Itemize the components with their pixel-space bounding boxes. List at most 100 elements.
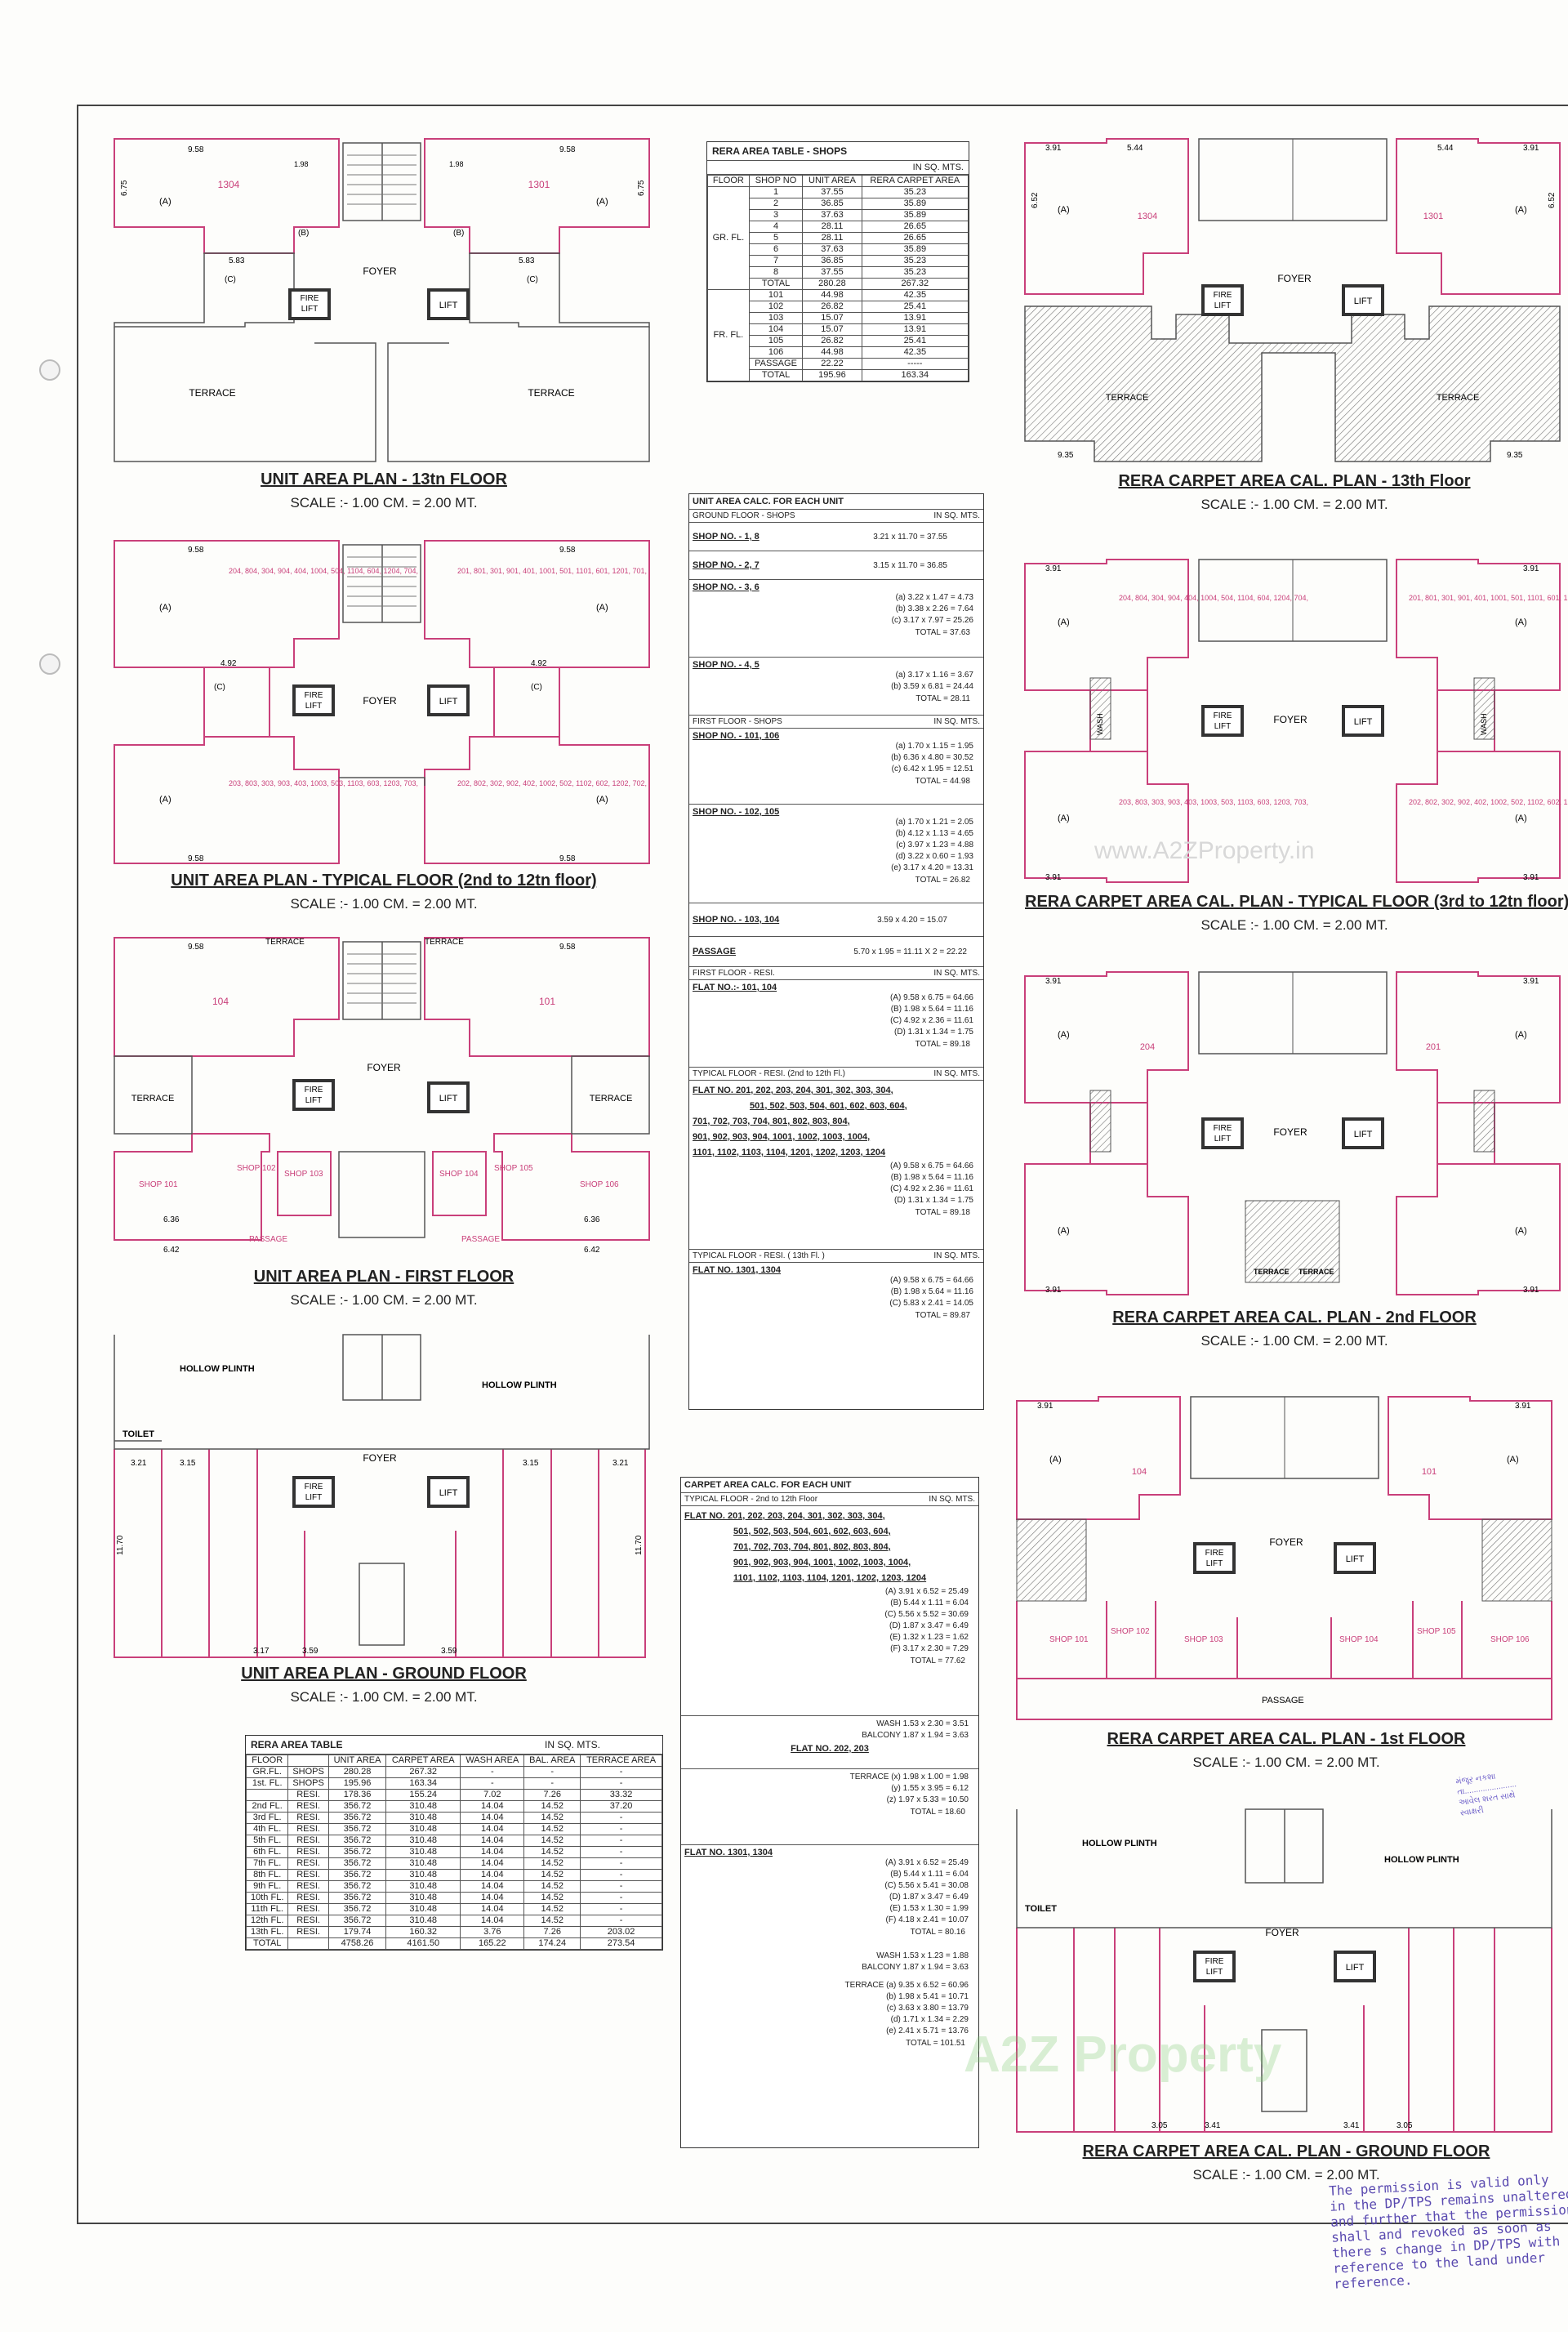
calc-label: FLAT NO.:- 101, 104 [693,983,777,992]
table-cell: 8th FL. [245,1869,289,1881]
calc-line: TERRACE (a) 9.35 x 6.52 = 60.96 [844,1981,969,1990]
dim-958: 9.58 [559,145,576,154]
lift-label: LIFT [1354,297,1373,306]
room-a: (A) [596,603,608,613]
calc-subheading: TYPICAL FLOOR - RESI. (2nd to 12th Fl.)I… [689,1068,983,1081]
calc-line: (c) 3.17 x 7.97 = 25.26 [891,616,973,625]
dim-391: 3.91 [1523,873,1539,882]
col-header: UNIT AREA [802,175,862,187]
room-b: (B) [298,229,309,238]
plan-typical-floor: FIRE LIFT LIFT FOYER 204, 804, 304, 904,… [114,540,653,916]
calc-line: (c) 3.63 x 3.80 = 13.79 [886,2004,969,2013]
room-c: (C) [225,275,236,284]
shop-table-caption: RERA AREA TABLE - SHOPS [707,142,969,161]
unit-201-label: 201 [1426,1042,1441,1052]
table-cell: 3 [748,209,804,221]
flat-list-line: 901, 902, 903, 904, 1001, 1002, 1003, 10… [693,1132,871,1142]
table-cell: 14.52 [523,1846,581,1858]
dim-958: 9.58 [559,943,576,952]
calc-line: (D) 1.87 x 3.47 = 6.49 [889,1893,969,1902]
table-cell: 14.52 [523,1880,581,1893]
col-header: RERA CARPET AREA [861,175,969,187]
table-cell: 14.04 [460,1880,525,1893]
dim-317: 3.17 [253,1647,270,1656]
calc-label: FLAT NO. 202, 203 [791,1744,869,1754]
shop-table-grid: FLOOR SHOP NO UNIT AREA RERA CARPET AREA… [707,175,969,381]
calc-line: (C) 4.92 x 2.36 = 11.61 [890,1016,973,1025]
table-cell: 356.72 [327,1800,387,1813]
calc-label: SHOP NO. - 103, 104 [693,915,780,925]
calc-section: FLAT NO. 1301, 1304 (A) 9.58 x 6.75 = 64… [689,1263,983,1341]
dim-391: 3.91 [1045,144,1062,153]
flat-list-line: FLAT NO. 201, 202, 203, 204, 301, 302, 3… [693,1086,893,1095]
brand-watermark: A2Z Property [964,2027,1282,2083]
room-a: (A) [159,795,172,805]
dim-958: 9.58 [559,854,576,863]
table-cell: 267.32 [861,278,969,290]
table-cell: 14.04 [460,1857,525,1870]
table-cell: 310.48 [385,1823,461,1835]
table-cell: 356.72 [327,1892,387,1904]
rera-plan-13th-drawing: FIRE LIFT LIFT FOYER TERRACE TERRACE 130… [1024,138,1561,462]
table-cell: - [580,1777,662,1790]
table-cell: - [580,1880,662,1893]
calc-total: TOTAL = 37.63 [915,628,970,637]
plan-title: RERA CARPET AREA CAL. PLAN - 13th Floor [1118,472,1471,490]
shop-102-label: SHOP 102 [237,1164,276,1173]
calc-unit: IN SQ. MTS. [933,511,980,520]
table-cell: - [580,1869,662,1881]
calc-label: SHOP NO. - 2, 7 [693,560,760,570]
table-cell: 33.32 [580,1789,662,1801]
calc-section: TERRACE (x) 1.98 x 1.00 = 1.98 (y) 1.55 … [681,1769,978,1845]
table-cell: 14.52 [523,1869,581,1881]
calc-line: (D) 1.31 x 1.34 = 1.75 [893,1028,973,1037]
calc-total: TOTAL = 44.98 [915,777,970,786]
table-cell: 273.54 [580,1937,662,1950]
calc-total: TOTAL = 89.18 [915,1208,970,1217]
permission-stamp: The permission is valid only in the DP/T… [1329,2170,1568,2292]
table-cell: 106 [748,346,804,359]
calc-unit: IN SQ. MTS. [933,1251,980,1260]
plan-scale: SCALE :- 1.00 CM. = 2.00 MT. [290,1292,478,1308]
calc-line: (a) 1.70 x 1.21 = 2.05 [895,818,973,827]
table-cell: 195.96 [802,369,862,381]
foyer-label: FOYER [1273,714,1307,725]
dim-675: 6.75 [637,180,646,196]
col-header: TERRACE AREA [580,1755,662,1767]
dim-341: 3.41 [1205,2121,1221,2130]
table-cell: SHOPS [287,1766,329,1778]
table-cell: 280.28 [327,1766,387,1778]
table-cell: 15.07 [802,323,862,336]
rera-plan-ground-drawing: FIRE LIFT LIFT FOYER HOLLOW PLINTH HOLLO… [1016,1808,1552,2133]
rera-plan-typical: FIRE LIFT LIFT FOYER 204, 804, 304, 904,… [1024,559,1568,943]
shop-102-label: SHOP 102 [1111,1627,1150,1636]
plan-scale: SCALE :- 1.00 CM. = 2.00 MT. [1200,917,1388,933]
fire-lift-label2: LIFT [1206,1968,1223,1977]
table-cell: 14.52 [523,1835,581,1847]
col-header: CARPET AREA [385,1755,461,1767]
rera-plan-ground: FIRE LIFT LIFT FOYER HOLLOW PLINTH HOLLO… [1016,1808,1556,2193]
plan-scale: SCALE :- 1.00 CM. = 2.00 MT. [1200,1333,1388,1349]
table-cell: 356.72 [327,1812,387,1824]
shop-area-table: RERA AREA TABLE - SHOPS IN SQ. MTS. FLOO… [706,141,969,382]
plan-13th-floor-drawing: FIRE LIFT LIFT FOYER TERRACE TERRACE 130… [114,138,650,462]
dim-652: 6.52 [1548,192,1557,208]
fire-lift-label2: LIFT [305,1096,323,1105]
unit-104-label: 104 [1132,1467,1147,1477]
calc-line: (B) 1.98 x 5.64 = 11.16 [890,1173,973,1182]
table-cell: 37.55 [802,266,862,279]
terrace-label: TERRACE [528,387,574,399]
table-cell: 8 [748,266,804,279]
table-cell: 14.04 [460,1903,525,1915]
calc-line: (C) 5.56 x 5.41 = 30.08 [884,1881,969,1890]
calc-label: SHOP NO. - 1, 8 [693,532,760,542]
room-a: (A) [1515,814,1527,823]
table-cell: 310.48 [385,1812,461,1824]
calc-sub-label: TYPICAL FLOOR - RESI. ( 13th Fl. ) [693,1251,825,1260]
rera-plan-1st: FIRE LIFT LIFT FOYER 104 101 SHOP 101 SH… [1016,1396,1556,1781]
table-cell: 2 [748,198,804,210]
